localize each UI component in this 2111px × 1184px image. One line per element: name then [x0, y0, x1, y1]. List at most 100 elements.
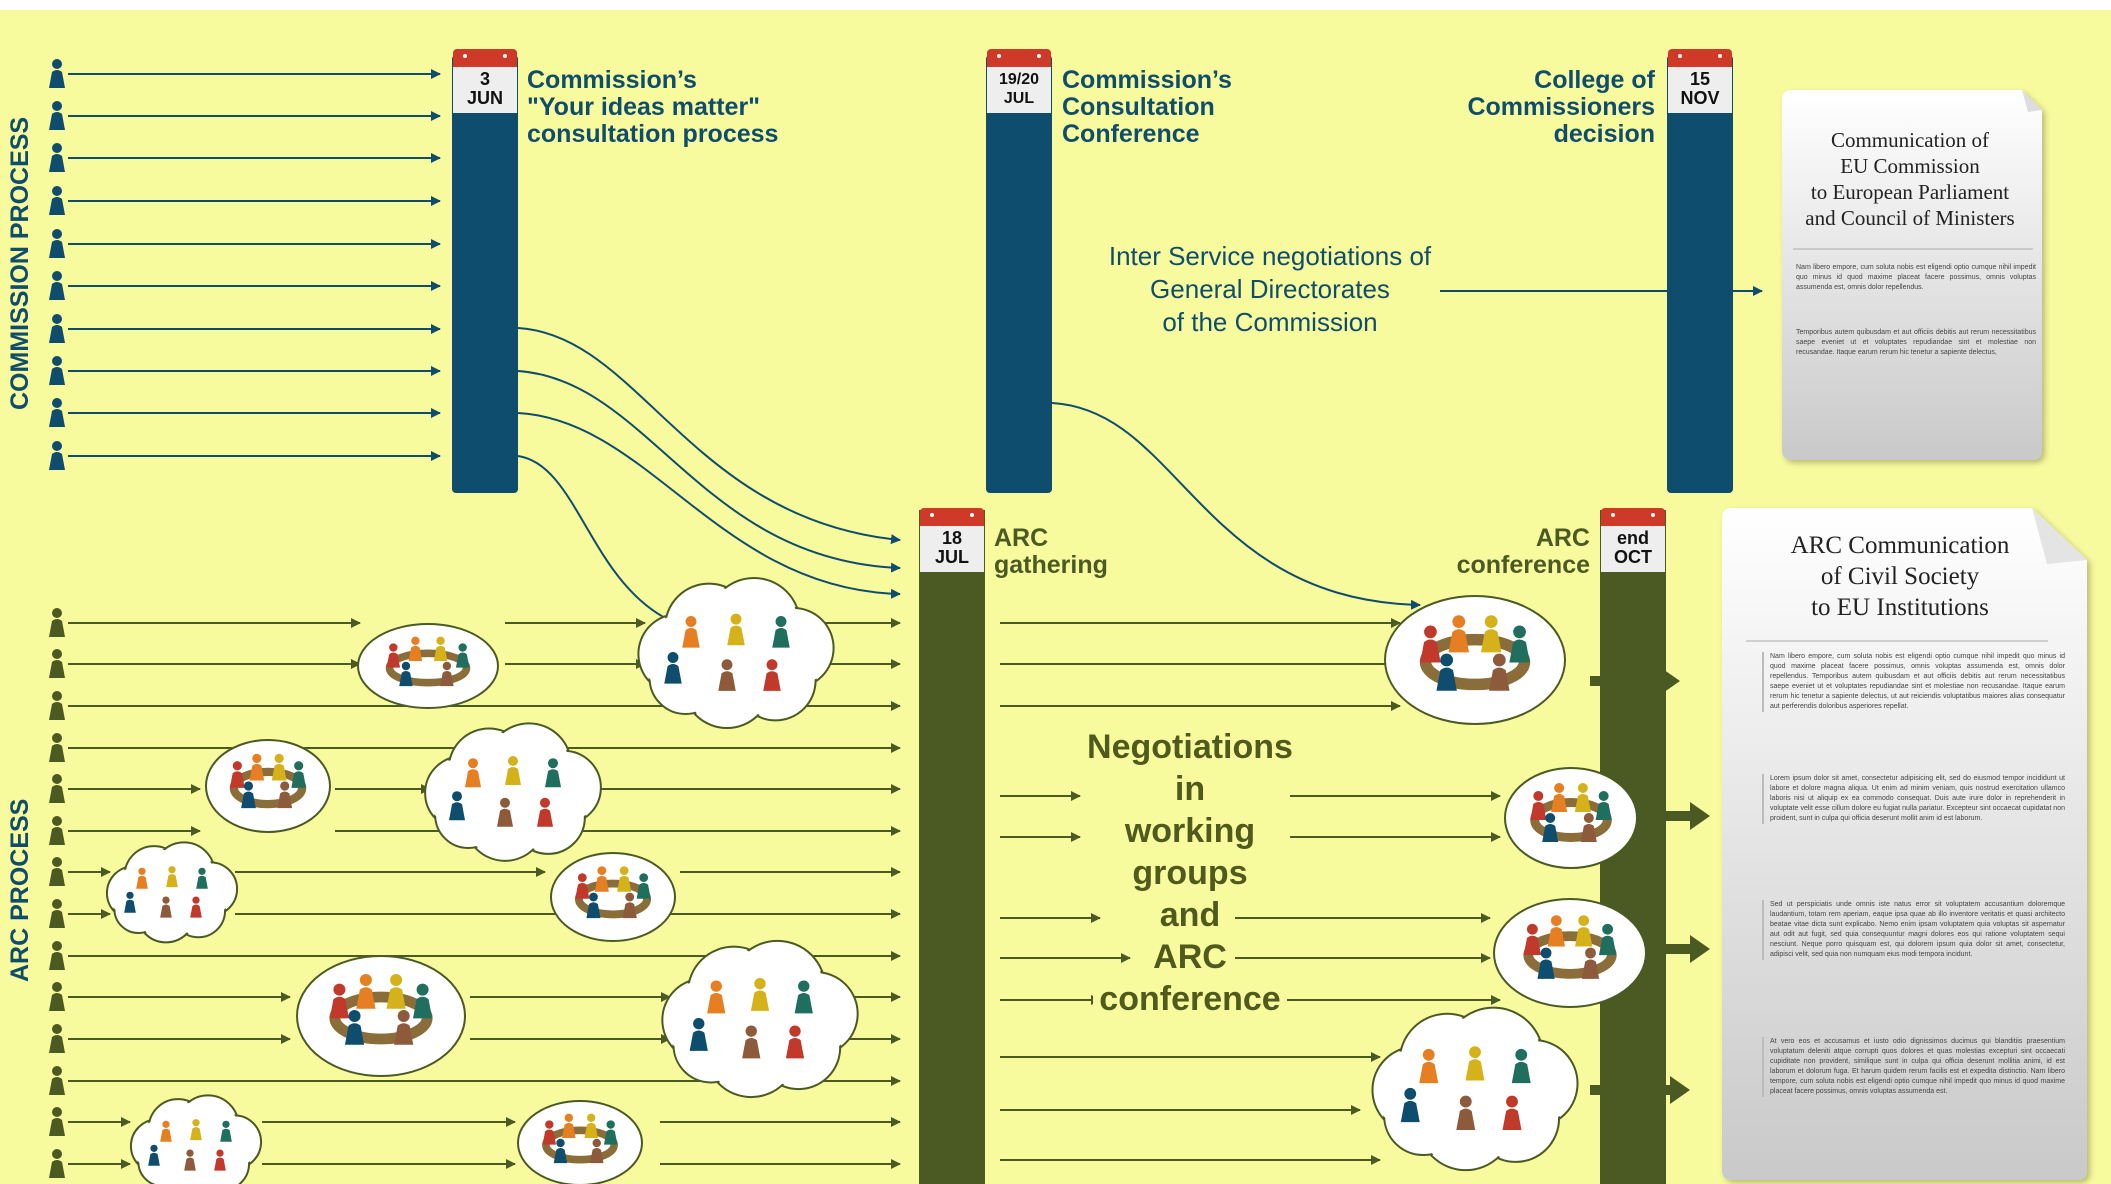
label-line: Commission’s — [1062, 66, 1232, 94]
nego-word: in — [1168, 770, 1212, 808]
cloud-person-icon — [1456, 1095, 1476, 1130]
discussion-cloud — [1371, 1006, 1579, 1172]
label-line: "Your ideas matter" — [527, 93, 761, 121]
discussion-cloud — [129, 1094, 263, 1184]
cloud-person-icon — [537, 797, 553, 827]
cloud-person-icon — [190, 896, 202, 918]
calendar-month: OCT — [1614, 547, 1652, 567]
cloud-person-icon — [166, 866, 178, 888]
arc-gathering-bar — [919, 510, 985, 1184]
calendar-day: end — [1616, 528, 1649, 548]
commission-person-icon — [49, 143, 65, 172]
label-line: Commissioners — [1467, 93, 1655, 121]
seated-person-icon — [277, 781, 293, 809]
commission-person-icon — [49, 441, 65, 470]
doc2-paragraph-4: At vero eos et accusamus et iusto odio d… — [1762, 1037, 2065, 1097]
seated-person-icon — [590, 1138, 604, 1164]
label-line: conference — [1456, 551, 1590, 579]
seated-person-icon — [1542, 813, 1559, 842]
arc-person-icon — [49, 649, 65, 678]
june-commission-bar — [452, 55, 518, 493]
arc-person-icon — [49, 941, 65, 970]
cloud-person-icon — [160, 896, 172, 918]
arc-person-icon — [49, 1149, 65, 1178]
cloud-person-icon — [794, 980, 813, 1014]
arc-document-arrows — [1590, 667, 1710, 1104]
arc-conference-label: ARC conference — [1430, 525, 1590, 579]
seated-person-icon — [1530, 791, 1547, 820]
nego-word: conference — [1093, 980, 1287, 1018]
cloud-person-icon — [124, 891, 136, 913]
commission-person-icon — [49, 59, 65, 88]
seated-person-icon — [1581, 947, 1600, 979]
doc-title-line: EU Commission — [1840, 154, 1980, 178]
doc2-paragraph-1: Nam libero empore, cum soluta nobis est … — [1762, 652, 2065, 712]
cloud-person-icon — [545, 758, 561, 788]
seated-person-icon — [1547, 915, 1565, 947]
nego-word: ARC — [1147, 938, 1233, 976]
discussion-cloud — [424, 722, 602, 862]
seated-person-icon — [291, 761, 307, 788]
cloud-person-icon — [160, 1120, 172, 1142]
cloud-person-icon — [1465, 1046, 1485, 1081]
calendar-month: JUL — [1003, 90, 1035, 107]
ideas-matter-label: Commission’s "Your ideas matter" consult… — [527, 67, 778, 148]
calendar-header — [1601, 508, 1665, 526]
arc-person-icon — [49, 733, 65, 762]
nego-word: groups — [1126, 854, 1254, 892]
cloud-person-icon — [214, 1149, 226, 1171]
label-line: Conference — [1062, 120, 1200, 148]
arc-communication-title: ARC Communication of Civil Society to EU… — [1745, 530, 2055, 623]
doc1-paragraph-2: Temporibus autem quibusdam et aut offici… — [1796, 329, 2036, 356]
seated-person-icon — [1448, 615, 1470, 653]
round-table-group — [357, 623, 499, 709]
seated-person-icon — [594, 866, 609, 892]
seated-person-icon — [1523, 923, 1542, 956]
doc-title-line: of Civil Society — [1820, 563, 1980, 590]
round-table-group — [550, 852, 676, 942]
consultation-conference-label: Commission’s Consultation Conference — [1062, 67, 1232, 148]
cloud-person-icon — [727, 613, 745, 646]
round-table-group — [1493, 898, 1647, 1008]
cloud-person-icon — [742, 1025, 761, 1059]
doc-title-line: to EU Institutions — [1811, 594, 1989, 621]
seated-person-icon — [412, 983, 433, 1019]
seated-person-icon — [1598, 923, 1617, 956]
doc-title-line: and Council of Ministers — [1805, 206, 2015, 230]
nego-word: and — [1153, 896, 1227, 934]
seated-person-icon — [1551, 783, 1568, 812]
doc2-paragraph-2: Lorem ipsum dolor sit amet, consectetur … — [1762, 774, 2065, 824]
arc-person-icon — [49, 1024, 65, 1053]
label-line: consultation process — [527, 120, 779, 148]
commission-person-icon — [49, 314, 65, 343]
seated-person-icon — [603, 1120, 618, 1145]
seated-person-icon — [586, 892, 601, 919]
seated-person-icon — [1574, 783, 1591, 812]
calendar-day: 19/20 — [998, 71, 1040, 88]
calendar-day: 18 — [941, 528, 963, 548]
cloud-person-icon — [196, 867, 208, 889]
round-table-group — [205, 739, 331, 833]
label-line: gathering — [994, 551, 1108, 579]
arc-gathering-label: ARC gathering — [994, 525, 1108, 579]
cloud-person-icon — [718, 659, 736, 691]
arc-person-icon — [49, 691, 65, 720]
doc-title-line: Communication of — [1830, 128, 1990, 152]
commission-person-icon — [49, 356, 65, 385]
cloud-person-icon — [785, 1025, 805, 1059]
arc-person-icon — [49, 1107, 65, 1136]
seated-person-icon — [386, 974, 406, 1009]
doc-title-line: ARC Communication — [1790, 532, 2010, 559]
round-table-group — [517, 1100, 643, 1184]
discussion-cloud — [105, 841, 239, 944]
label-line: Commission’s — [527, 66, 697, 94]
seated-person-icon — [433, 636, 448, 661]
label-line: ARC — [994, 524, 1049, 552]
label-line: Consultation — [1062, 93, 1215, 121]
